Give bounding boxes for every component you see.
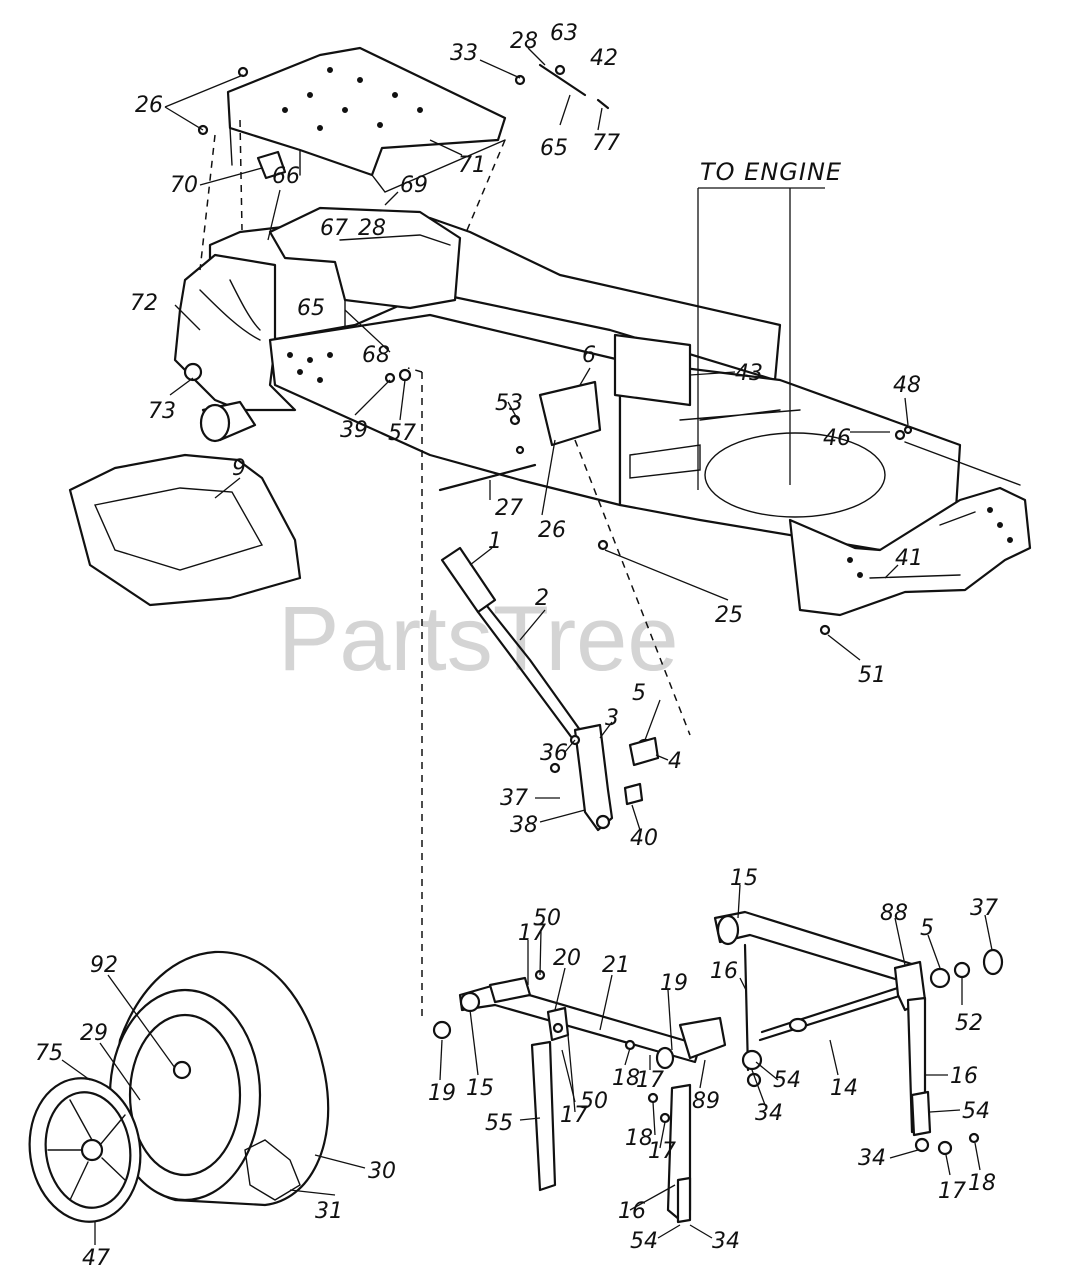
callout-48: 48 <box>893 373 921 398</box>
reference-lines <box>199 119 691 1022</box>
callout-46: 46 <box>823 426 851 451</box>
callout-28b: 28 <box>358 216 386 241</box>
callout-40: 40 <box>630 826 658 851</box>
callout-52: 52 <box>955 1011 983 1036</box>
callout-31: 31 <box>315 1199 343 1224</box>
callout-4: 4 <box>668 749 682 774</box>
callout-19b: 19 <box>428 1081 456 1106</box>
callout-33: 33 <box>450 41 478 66</box>
callout-42: 42 <box>590 46 618 71</box>
callout-5b: 5 <box>920 916 934 941</box>
callout-28: 28 <box>510 29 538 54</box>
callout-17: 17 <box>518 921 546 946</box>
callout-77: 77 <box>592 131 620 156</box>
callout-3: 3 <box>605 706 619 731</box>
callout-51: 51 <box>858 663 886 688</box>
callout-5: 5 <box>632 681 646 706</box>
seat <box>68 453 302 607</box>
rear-wheel <box>28 950 330 1223</box>
callout-1: 1 <box>488 529 502 554</box>
callout-92: 92 <box>90 953 118 978</box>
callout-34b: 34 <box>858 1146 886 1171</box>
callout-67: 67 <box>320 216 348 241</box>
callout-65: 65 <box>540 136 568 161</box>
callout-54c: 54 <box>630 1229 658 1254</box>
callout-37b: 37 <box>970 896 998 921</box>
callout-75: 75 <box>35 1041 63 1066</box>
callout-17d: 17 <box>648 1139 676 1164</box>
callout-26: 26 <box>135 93 163 118</box>
callout-18c: 18 <box>968 1171 996 1196</box>
front-frame <box>788 486 1032 617</box>
callout-65b: 65 <box>297 296 325 321</box>
frame-side-rail <box>268 313 622 507</box>
callout-89: 89 <box>692 1089 720 1114</box>
callout-54: 54 <box>773 1068 801 1093</box>
callout-14: 14 <box>830 1076 858 1101</box>
callout-18b: 18 <box>625 1126 653 1151</box>
callout-39: 39 <box>340 418 368 443</box>
callout-57: 57 <box>388 421 416 446</box>
rear-body-panel <box>173 253 297 412</box>
callout-9: 9 <box>232 456 246 481</box>
callout-54b: 54 <box>962 1099 990 1124</box>
callout-41: 41 <box>895 546 923 571</box>
callout-30: 30 <box>368 1159 396 1184</box>
callout-26b: 26 <box>538 518 566 543</box>
callout-70: 70 <box>170 173 198 198</box>
callout-63: 63 <box>550 21 578 46</box>
callout-25: 25 <box>715 603 743 628</box>
callout-15: 15 <box>730 866 758 891</box>
frame-assembly <box>173 46 1032 617</box>
callout-53: 53 <box>495 391 523 416</box>
callout-50: 50 <box>533 906 561 931</box>
callout-17b: 17 <box>636 1068 664 1093</box>
callout-17e: 17 <box>938 1179 966 1204</box>
callout-leaders <box>61 47 993 1245</box>
callout-15b: 15 <box>466 1076 494 1101</box>
callout-88: 88 <box>880 901 908 926</box>
callout-19: 19 <box>660 971 688 996</box>
fuel-tank <box>268 206 462 310</box>
callout-29: 29 <box>80 1021 108 1046</box>
callout-17c: 17 <box>560 1103 588 1128</box>
callout-50b: 50 <box>580 1089 608 1114</box>
handle <box>256 150 287 180</box>
callout-69: 69 <box>400 173 428 198</box>
callout-27: 27 <box>495 496 523 521</box>
callout-66: 66 <box>272 164 300 189</box>
callout-21: 21 <box>602 953 630 978</box>
callout-38: 38 <box>510 813 538 838</box>
engine-plate <box>613 333 692 407</box>
callout-16b: 16 <box>950 1064 978 1089</box>
callout-2: 2 <box>535 586 549 611</box>
callout-37: 37 <box>500 786 528 811</box>
lever-bracket <box>538 380 602 447</box>
callout-6: 6 <box>582 343 596 368</box>
callout-43: 43 <box>735 361 763 386</box>
callout-16: 16 <box>710 959 738 984</box>
to-engine-leaders <box>697 187 825 490</box>
callout-68: 68 <box>362 343 390 368</box>
callout-16c: 16 <box>618 1199 646 1224</box>
shift-lever <box>440 546 660 832</box>
callout-34: 34 <box>755 1101 783 1126</box>
callout-34c: 34 <box>712 1229 740 1254</box>
callout-72: 72 <box>130 291 158 316</box>
callout-55: 55 <box>485 1111 513 1136</box>
callout-18: 18 <box>612 1066 640 1091</box>
callout-labels: 26 33 28 63 42 65 77 71 70 66 69 67 28 7… <box>35 21 998 1271</box>
to-engine-heading: TO ENGINE <box>700 158 842 186</box>
callout-36: 36 <box>540 741 568 766</box>
callout-71: 71 <box>458 153 486 178</box>
callout-47: 47 <box>82 1246 110 1271</box>
callout-20: 20 <box>553 946 581 971</box>
callout-73: 73 <box>148 399 176 424</box>
